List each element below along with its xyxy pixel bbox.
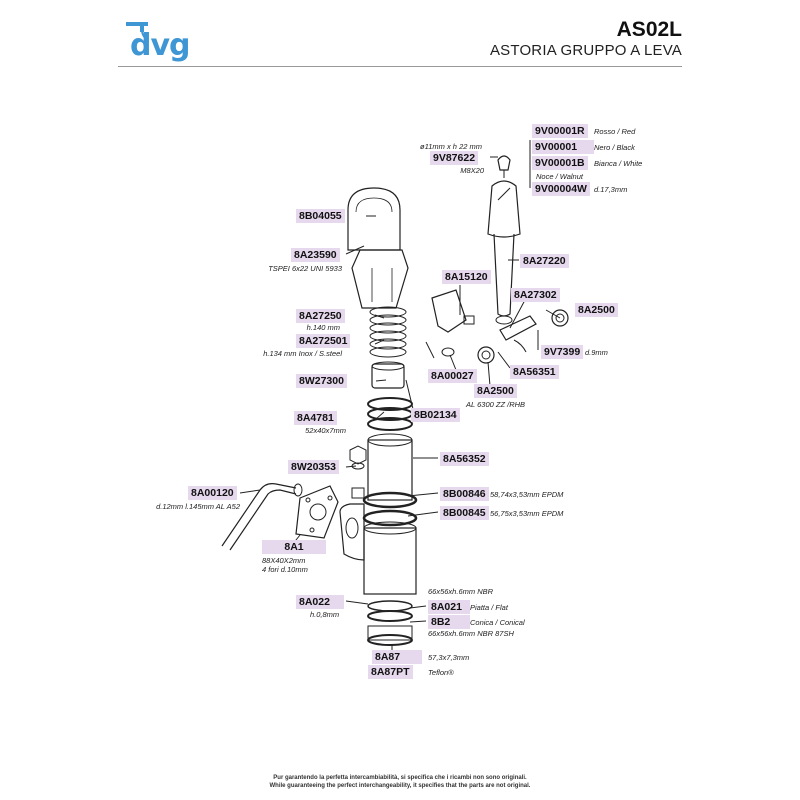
part-8A23590-note: TSPEI 6x22 UNI 5933	[268, 264, 342, 273]
part-8B00846-tag: 8B00846	[440, 487, 489, 501]
part-8A2500-lower-tag: 8A2500	[474, 384, 517, 398]
part-9V87622-note-below: M8X20	[460, 166, 484, 175]
part-8A1-note-holes: 4 fori d.10mm	[262, 565, 308, 574]
part-8A022-tag: 8A022	[296, 595, 344, 609]
part-9V7399-tag: 9V7399	[541, 345, 584, 359]
part-8A23590-tag: 8A23590	[291, 248, 340, 262]
part-8A27250-tag: 8A27250	[296, 309, 345, 323]
part-8A021-note: Piatta / Flat	[470, 603, 508, 612]
part-8A15120-tag: 8A15120	[442, 270, 491, 284]
part-8A4781-note: 52x40x7mm	[305, 426, 346, 435]
part-8B00845-tag: 8B00845	[440, 506, 489, 520]
part-8B2-note-type: Conica / Conical	[470, 618, 525, 627]
model-code: AS02L	[616, 18, 682, 41]
part-9V00004W-note: d.17,3mm	[594, 185, 628, 194]
part-8A4781-tag: 8A4781	[294, 411, 337, 425]
part-8A2500-upper-tag: 8A2500	[575, 303, 618, 317]
part-8A27220-tag: 8A27220	[520, 254, 569, 268]
part-8A022-note: h.0,8mm	[310, 610, 340, 619]
part-8A56351-tag: 8A56351	[510, 365, 559, 379]
part-8B04055-tag: 8B04055	[296, 209, 345, 223]
part-9V00001-note: Nero / Black	[594, 143, 635, 152]
part-8A021-tag: 8A021	[428, 600, 470, 614]
part-8A272501-tag: 8A272501	[296, 334, 351, 348]
dvg-logo-icon	[126, 22, 148, 39]
part-9V7399-note: d.9mm	[585, 348, 608, 357]
part-8B2-note-spec: 66x56xh.6mm NBR 87SH	[428, 629, 514, 638]
part-8A27250-note: h.140 mm	[306, 323, 340, 332]
part-9V00001B-tag: 9V00001B	[532, 156, 588, 170]
model-title: ASTORIA GRUPPO A LEVA	[489, 42, 682, 59]
walnut-note: Noce / Walnut	[536, 172, 583, 181]
part-8A00120-tag: 8A00120	[188, 486, 237, 500]
part-8A87PT-note: Teflon®	[428, 668, 454, 677]
part-8A56352-tag: 8A56352	[440, 452, 489, 466]
part-8B00846-note: 58,74x3,53mm EPDM	[490, 490, 564, 499]
part-8A2500-lower-note: AL 6300 ZZ /RHB	[466, 400, 526, 409]
part-9V00001R-note: Rosso / Red	[594, 127, 636, 136]
part-8A27302-tag: 8A27302	[511, 288, 560, 302]
part-9V00001R-tag: 9V00001R	[532, 124, 588, 138]
part-9V00001-tag: 9V00001	[532, 140, 594, 154]
part-8W20353-tag: 8W20353	[288, 460, 339, 474]
gasket-66x56-note: 66x56xh.6mm NBR	[428, 587, 494, 596]
part-9V00004W-tag: 9V00004W	[532, 182, 590, 196]
part-8B00845-note: 56,75x3,53mm EPDM	[490, 509, 564, 518]
part-8W27300-tag: 8W27300	[296, 374, 347, 388]
part-9V00001B-note: Bianca / White	[594, 159, 643, 168]
part-8B02134-tag: 8B02134	[411, 408, 460, 422]
part-8A87-tag: 8A87	[372, 650, 422, 664]
part-9V87622-tag: 9V87622	[430, 151, 479, 165]
part-8A272501-note: h.134 mm Inox / S.steel	[263, 349, 342, 358]
part-8A1-note-dimensions: 88X40X2mm	[262, 556, 306, 565]
part-8A00120-note: d.12mm l.145mm AL A52	[156, 502, 240, 511]
part-9V87622-note-above: ø11mm x h 22 mm	[420, 142, 482, 151]
header-divider	[118, 66, 682, 67]
part-8A87PT-tag: 8A87PT	[368, 665, 413, 679]
footer-line-italian: Pur garantendo la perfetta intercambiabi…	[273, 775, 527, 781]
part-8A87-note: 57,3x7,3mm	[428, 653, 470, 662]
part-8A00027-tag: 8A00027	[428, 369, 477, 383]
brand-wordmark: dvg	[130, 28, 191, 63]
part-8B2-tag: 8B2	[428, 615, 470, 629]
footer-disclaimer: Pur garantendo la perfetta intercambiabi…	[0, 774, 800, 790]
footer-line-english: While guaranteeing the perfect interchan…	[269, 783, 531, 789]
part-8A1-tag: 8A1	[262, 540, 326, 554]
